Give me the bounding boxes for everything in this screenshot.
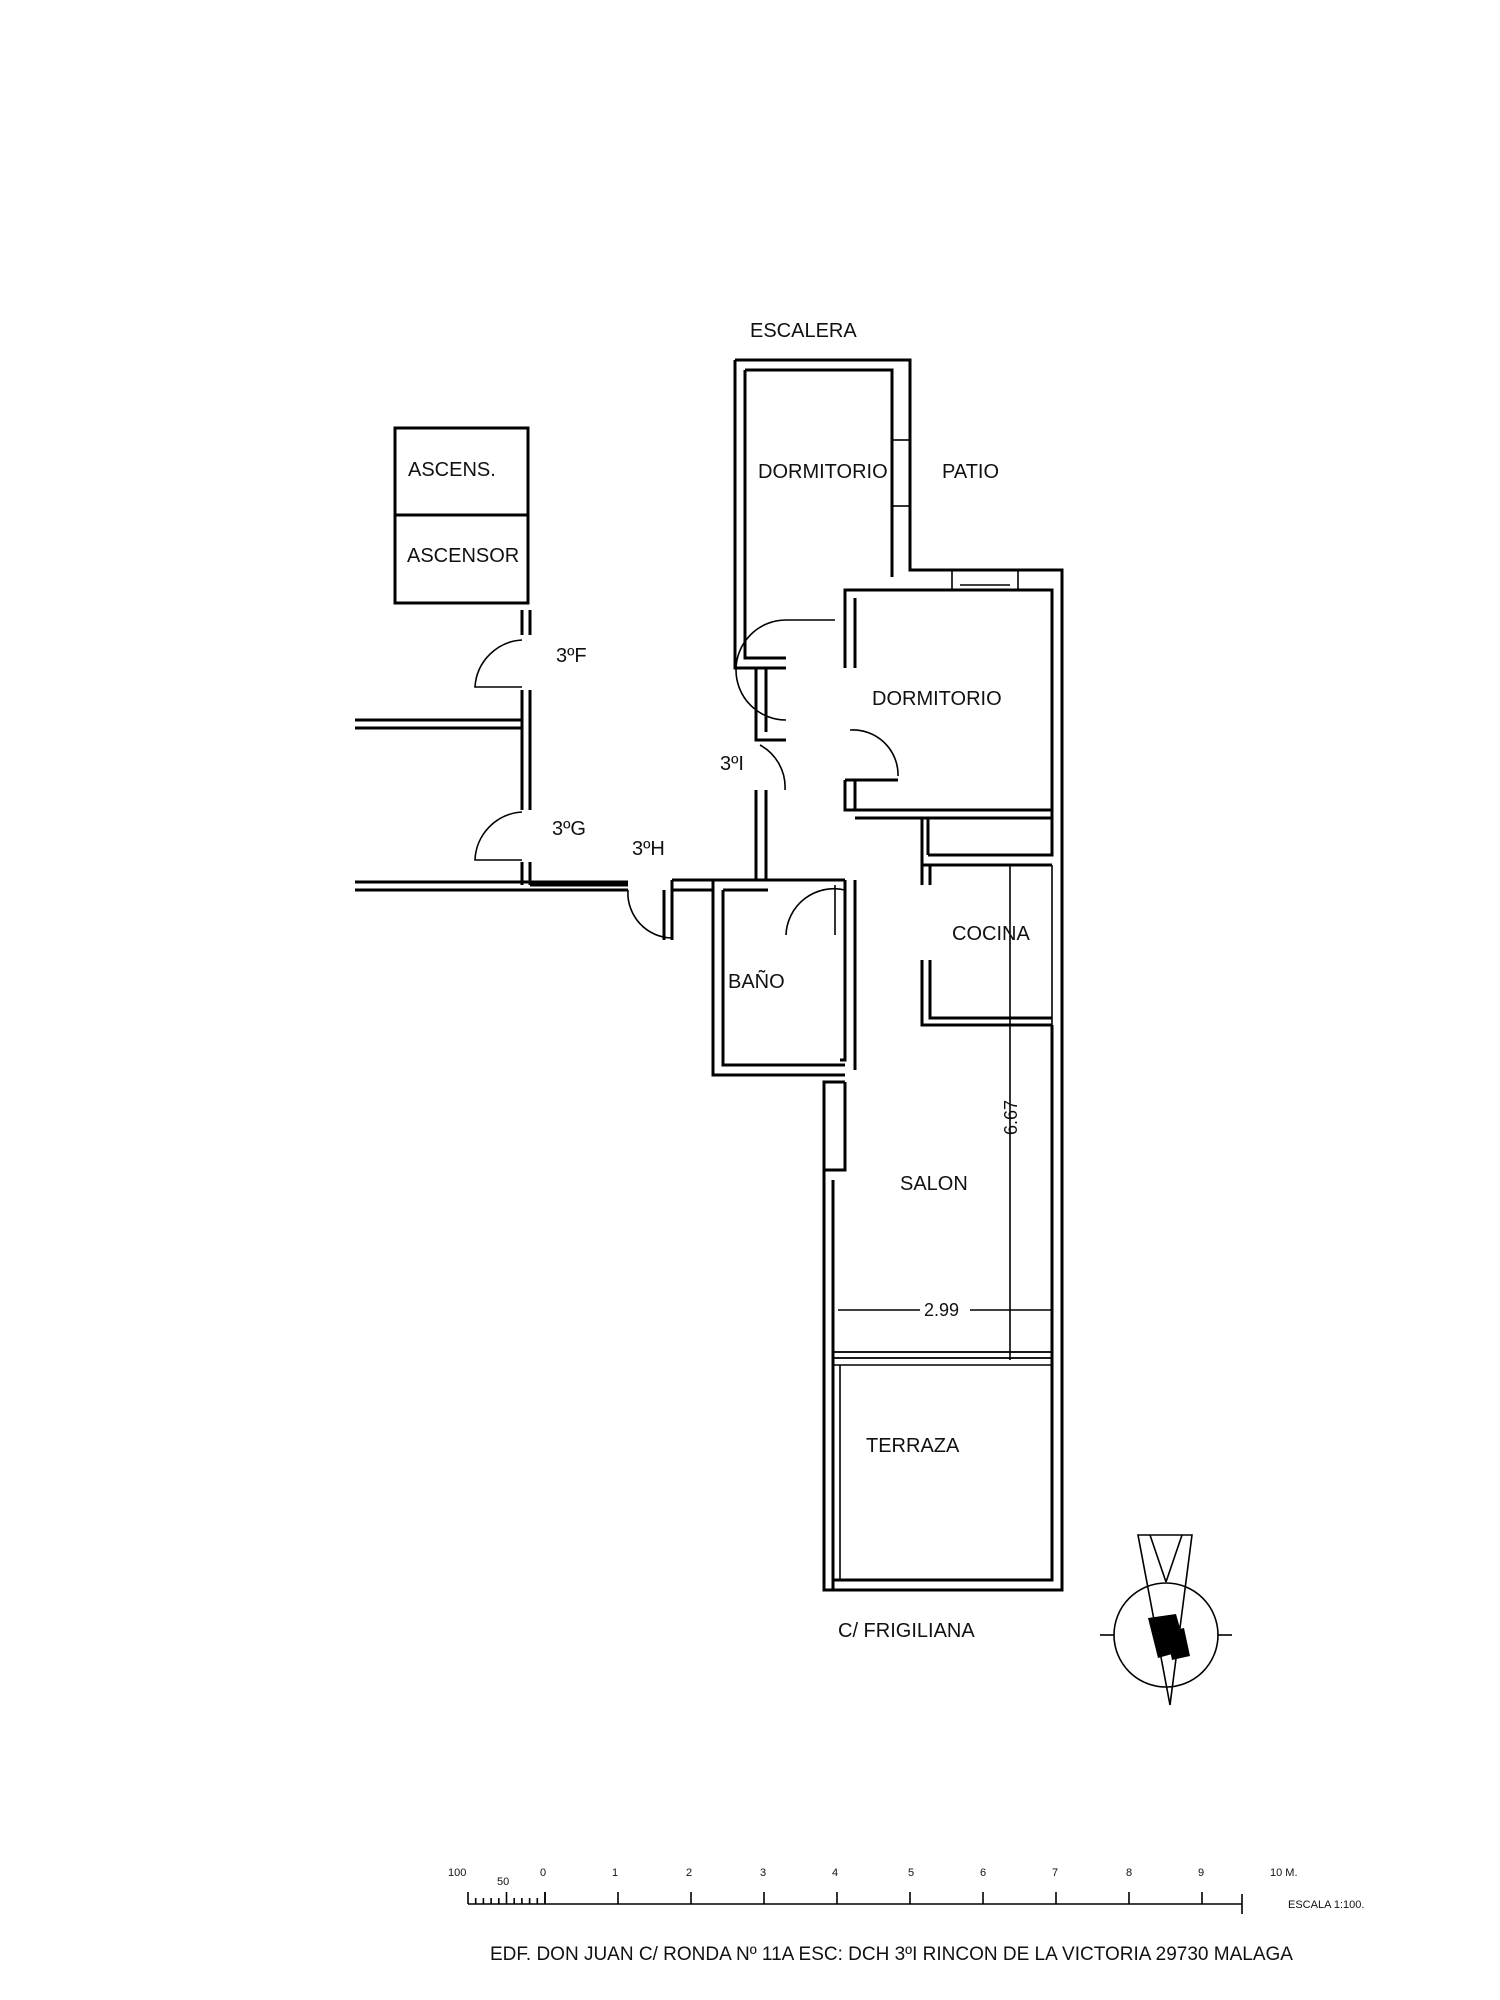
scale-tick-4: 4 xyxy=(832,1867,838,1879)
kitchen-walls xyxy=(920,818,1053,1027)
label-terraza: TERRAZA xyxy=(866,1435,960,1457)
dimension-width: 2.99 xyxy=(924,1300,959,1320)
scale-tick-0: 0 xyxy=(540,1867,546,1879)
footer-address: EDF. DON JUAN C/ RONDA Nº 11A ESC: DCH 3… xyxy=(490,1944,1293,1965)
scale-tick-3: 3 xyxy=(760,1867,766,1879)
label-unit-3g: 3ºG xyxy=(552,818,586,840)
scale-label: ESCALA 1:100. xyxy=(1288,1899,1364,1911)
dimension-lines xyxy=(838,865,1052,1360)
label-dormitorio-1: DORMITORIO xyxy=(758,461,888,483)
scale-tick-2: 2 xyxy=(686,1867,692,1879)
doors xyxy=(474,619,899,939)
north-arrow-compass-icon xyxy=(1100,1534,1232,1706)
label-patio: PATIO xyxy=(942,461,999,483)
scale-tick-10: 10 M. xyxy=(1270,1867,1298,1879)
label-unit-3i: 3ºI xyxy=(720,753,744,775)
landing-walls xyxy=(355,610,713,940)
label-unit-3h: 3ºH xyxy=(632,838,665,860)
scale-tick-1: 1 xyxy=(612,1867,618,1879)
scale-tick-100: 100 xyxy=(448,1867,466,1879)
hallway-walls xyxy=(711,668,857,1077)
scale-bar: 100 50 0 1 2 3 4 5 6 7 8 9 10 M. ESCALA … xyxy=(448,1867,1364,1914)
label-dormitorio-2: DORMITORIO xyxy=(872,688,1002,710)
scale-tick-8: 8 xyxy=(1126,1867,1132,1879)
label-unit-3f: 3ºF xyxy=(556,645,587,667)
patio-window xyxy=(891,439,911,507)
label-cocina: COCINA xyxy=(952,923,1030,945)
scale-tick-5: 5 xyxy=(908,1867,914,1879)
bedroom-2-window xyxy=(951,569,1019,591)
bedroom-1-walls xyxy=(733,358,1064,1592)
bedroom-2-walls xyxy=(843,569,1054,857)
label-ascensor: ASCENSOR xyxy=(407,545,519,567)
label-ascens: ASCENS. xyxy=(408,459,496,481)
label-bano: BAÑO xyxy=(728,969,785,993)
dimension-length: 6.67 xyxy=(1001,1100,1021,1135)
scale-tick-9: 9 xyxy=(1198,1867,1204,1879)
terrace-sliding-door xyxy=(832,1351,1053,1359)
label-street: C/ FRIGILIANA xyxy=(838,1620,975,1642)
scale-tick-50: 50 xyxy=(497,1876,509,1888)
elevator-block xyxy=(393,426,530,605)
label-escalera: ESCALERA xyxy=(750,320,857,342)
scale-tick-7: 7 xyxy=(1052,1867,1058,1879)
salon-terrace-walls xyxy=(822,1025,1054,1590)
label-salon: SALON xyxy=(900,1173,968,1195)
scale-tick-6: 6 xyxy=(980,1867,986,1879)
